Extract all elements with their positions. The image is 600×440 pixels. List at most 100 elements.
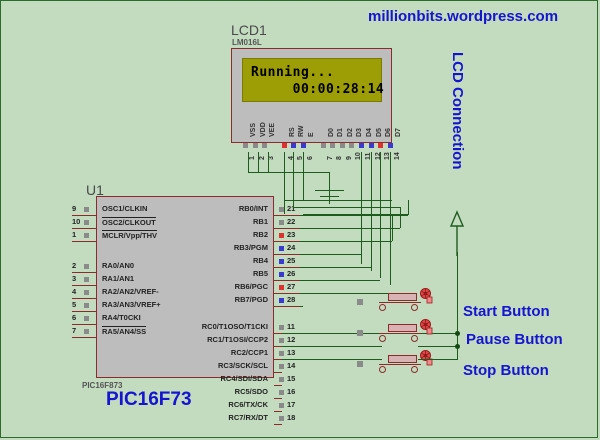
mcu-pin-pad-26[interactable] (279, 272, 284, 277)
stop-pushbutton[interactable] (355, 347, 455, 381)
mcu-pin-pad-1[interactable] (84, 233, 89, 238)
lcd-pin-pad-3[interactable] (262, 143, 268, 148)
lcd-pin-name-rs: RS (288, 127, 296, 137)
switch-terminal-2[interactable] (411, 304, 418, 311)
wire-segment (268, 152, 269, 172)
mcu-pin-pad-7[interactable] (84, 329, 89, 334)
lcd-pin-pad-12[interactable] (368, 143, 374, 148)
mcu-pin-pad-16[interactable] (279, 390, 284, 395)
lcd-pin-pad-14[interactable] (387, 143, 393, 148)
mcu-pin-pad-3[interactable] (84, 277, 89, 282)
mcu-pin-label-3: RA1/AN1 (102, 274, 135, 283)
mcu-pin-pad-2[interactable] (84, 264, 89, 269)
mcu-pin-pad-28[interactable] (279, 298, 284, 303)
mcu-pin-number-25: 25 (287, 256, 296, 265)
wire-segment (282, 333, 382, 334)
mcu-pin-pad-4[interactable] (84, 290, 89, 295)
lcd-pin-pad-10[interactable] (349, 143, 355, 148)
wire-segment (361, 152, 362, 264)
mcu-pin-pad-21[interactable] (279, 207, 284, 212)
lcd-pin-pad-4[interactable] (281, 143, 287, 148)
wire-segment (248, 152, 249, 172)
mcu-pin-number-18: 18 (287, 413, 296, 422)
mcu-pin-pad-9[interactable] (84, 207, 89, 212)
pause-pushbutton[interactable] (355, 316, 455, 350)
switch-contact-line (379, 333, 421, 334)
lcd-pin-pad-7[interactable] (320, 143, 326, 148)
mcu-pin-label-11: RC0/T1OSO/T1CKI (201, 322, 268, 331)
mcu-chip-body[interactable] (96, 196, 274, 378)
lcd-pin-pad-2[interactable] (252, 143, 258, 148)
mcu-pin-label-18: RC7/RX/DT (228, 413, 268, 422)
wire-segment (300, 280, 381, 281)
mcu-pin-pad-24[interactable] (279, 246, 284, 251)
lcd-pin-number-6: 6 (307, 156, 314, 160)
mcu-pin-number-26: 26 (287, 269, 296, 278)
mcu-pin-pad-10[interactable] (84, 220, 89, 225)
wire-segment (300, 293, 390, 294)
switch-knob-icon[interactable] (419, 288, 433, 304)
mcu-pin-pad-17[interactable] (279, 403, 284, 408)
wire-segment (300, 306, 303, 307)
switch-actuator-bar (388, 355, 417, 363)
mcu-pin-pad-25[interactable] (279, 259, 284, 264)
mcu-pin-label-25: RB4 (252, 256, 268, 265)
lcd-pin-pad-13[interactable] (378, 143, 384, 148)
lcd-pin-number-14: 14 (393, 152, 401, 160)
mcu-pin-pad-27[interactable] (279, 285, 284, 290)
lcd-pin-pad-6[interactable] (301, 143, 306, 148)
pause-button-label: Pause Button (466, 331, 563, 348)
wire-junction (455, 344, 460, 349)
lcd-line-1: Running... (251, 65, 335, 80)
mcu-pin-number-14: 14 (287, 361, 296, 370)
wire-segment (457, 252, 458, 360)
mcu-pin-pad-12[interactable] (279, 338, 284, 343)
mcu-pin-pad-18[interactable] (279, 416, 284, 421)
mcu-pin-number-10: 10 (72, 217, 81, 226)
mcu-pin-pad-23[interactable] (279, 233, 284, 238)
watermark-text: millionbits.wordpress.com (368, 8, 559, 25)
mcu-pin-pad-15[interactable] (279, 377, 284, 382)
wire-segment (283, 200, 392, 201)
lcd-pin-name-d6: D6 (385, 128, 393, 137)
lcd-pin-pad-8[interactable] (330, 143, 336, 148)
switch-terminal-1[interactable] (379, 304, 386, 311)
mcu-pin-pad-13[interactable] (279, 351, 284, 356)
mcu-pin-pad-6[interactable] (84, 316, 89, 321)
switch-terminal-1[interactable] (379, 335, 386, 342)
wire-segment (418, 359, 457, 360)
switch-terminal-2[interactable] (411, 335, 418, 342)
wire-segment (300, 228, 400, 229)
start-pushbutton[interactable] (355, 285, 455, 319)
mcu-pin-label-4: RA2/AN2/VREF- (102, 287, 159, 296)
switch-knob-icon[interactable] (419, 350, 433, 366)
switch-actuator-bar (388, 324, 417, 332)
lcd-pin-name-d3: D3 (356, 128, 364, 137)
mcu-pin-number-3: 3 (72, 274, 77, 283)
switch-pad (357, 330, 363, 336)
mcu-pin-number-7: 7 (72, 326, 77, 335)
mcu-pin-pad-14[interactable] (279, 364, 284, 369)
lcd-pin-pad-1[interactable] (243, 143, 248, 148)
lcd-pin-name-d7: D7 (394, 128, 402, 137)
switch-knob-icon[interactable] (419, 319, 433, 335)
lcd-pin-pad-11[interactable] (359, 143, 364, 148)
lcd-screen: Running... 00:00:28:14 (242, 58, 384, 102)
mcu-pin-pad-5[interactable] (84, 303, 89, 308)
mcu-pin-label-6: RA4/T0CKI (102, 313, 141, 322)
mcu-pin-pad-11[interactable] (279, 325, 284, 330)
switch-terminal-2[interactable] (411, 366, 418, 373)
lcd-pin-pad-9[interactable] (339, 143, 345, 148)
mcu-part-label: PIC16F73 (106, 389, 192, 410)
mcu-pin-label-26: RB5 (252, 269, 268, 278)
mcu-pin-pad-22[interactable] (279, 220, 284, 225)
wire-segment (392, 214, 393, 241)
mcu-pin-label-15: RC4/SDI/SDA (220, 374, 268, 383)
switch-terminal-1[interactable] (379, 366, 386, 373)
wire-junction (455, 331, 460, 336)
mcu-pin-number-11: 11 (287, 322, 295, 331)
lcd-connection-label: LCD Connection (449, 52, 466, 170)
switch-pad (357, 361, 363, 367)
lcd-pin-pad-5[interactable] (291, 143, 297, 148)
